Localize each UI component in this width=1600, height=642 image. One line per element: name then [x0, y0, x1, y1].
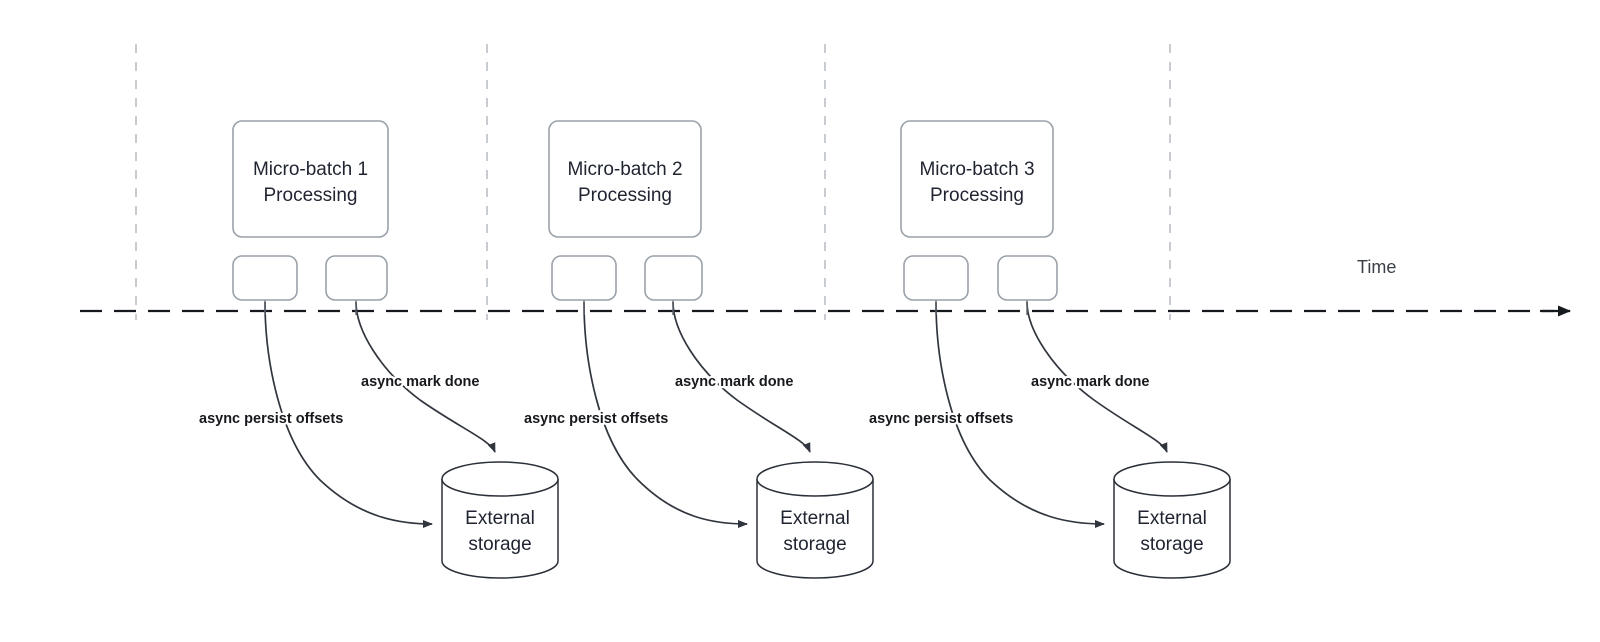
- edge-label-async-persist-offsets-1: async persist offsets: [199, 411, 343, 427]
- edge-label-halo-async-persist-offsets-3: async persist offsets: [869, 411, 1013, 427]
- task-box-3b[interactable]: [997, 255, 1058, 301]
- edge-labels: async persist offsets async persist offse…: [197, 372, 1152, 430]
- edge-async-persist-offsets-2: [583, 301, 748, 528]
- edge-label-halo-async-mark-done-3: async mark done: [1031, 374, 1149, 390]
- task-box-3a[interactable]: [903, 255, 969, 301]
- storage-cylinder-body-1: [441, 479, 559, 579]
- edge-label-async-persist-offsets-3: async persist offsets: [869, 411, 1013, 427]
- storage-cylinder-body-2: [756, 479, 874, 579]
- micro-batch-label-line2-1: Processing: [264, 185, 358, 206]
- flow-edges: [264, 300, 1168, 528]
- storage-cylinder-body-3: [1113, 479, 1231, 579]
- axis-labels: Time: [1357, 257, 1396, 277]
- edge-label-halo-async-persist-offsets-2: async persist offsets: [524, 411, 668, 427]
- edge-async-persist-offsets-1: [264, 301, 433, 528]
- edge-async-persist-offsets-3: [935, 301, 1105, 528]
- storage-label-line2-3: storage: [1140, 534, 1203, 555]
- micro-batch-box-2[interactable]: [548, 120, 702, 238]
- storage-cylinder-top-3[interactable]: [1113, 461, 1231, 497]
- micro-batch-label-line2-2: Processing: [578, 185, 672, 206]
- edge-label-async-mark-done-1: async mark done: [361, 374, 479, 390]
- edge-label-halo-async-persist-offsets-1: async persist offsets: [199, 411, 343, 427]
- micro-batch-box-3[interactable]: [900, 120, 1054, 238]
- storage-label-line2-1: storage: [468, 534, 531, 555]
- time-axis-label: Time: [1357, 257, 1396, 277]
- edge-label-async-mark-done-3: async mark done: [1031, 374, 1149, 390]
- storage-label-line1-2: External: [780, 508, 850, 529]
- edge-label-halo-async-mark-done-1: async mark done: [361, 374, 479, 390]
- storage-label-line2-2: storage: [783, 534, 846, 555]
- micro-batch-label-line1-1: Micro-batch 1: [253, 159, 368, 180]
- edge-label-async-persist-offsets-2: async persist offsets: [524, 411, 668, 427]
- task-box-2b[interactable]: [644, 255, 703, 301]
- edge-label-async-mark-done-2: async mark done: [675, 374, 793, 390]
- storage-label-line1-3: External: [1137, 508, 1207, 529]
- storage-label-line1-1: External: [465, 508, 535, 529]
- micro-batch-box-1[interactable]: [232, 120, 389, 238]
- micro-batch-label-line1-2: Micro-batch 2: [567, 159, 682, 180]
- storage-cylinder-top-2[interactable]: [756, 461, 874, 497]
- task-box-2a[interactable]: [551, 255, 617, 301]
- task-box-1a[interactable]: [232, 255, 298, 301]
- micro-batch-label-line1-3: Micro-batch 3: [919, 159, 1034, 180]
- edge-async-mark-done-3: [1026, 301, 1168, 453]
- edge-async-mark-done-1: [355, 301, 496, 453]
- micro-batch-label-line2-3: Processing: [930, 185, 1024, 206]
- edge-label-halo-async-mark-done-2: async mark done: [675, 374, 793, 390]
- edge-async-mark-done-2: [672, 301, 811, 453]
- storage-cylinder-top-1[interactable]: [441, 461, 559, 497]
- task-box-1b[interactable]: [325, 255, 388, 301]
